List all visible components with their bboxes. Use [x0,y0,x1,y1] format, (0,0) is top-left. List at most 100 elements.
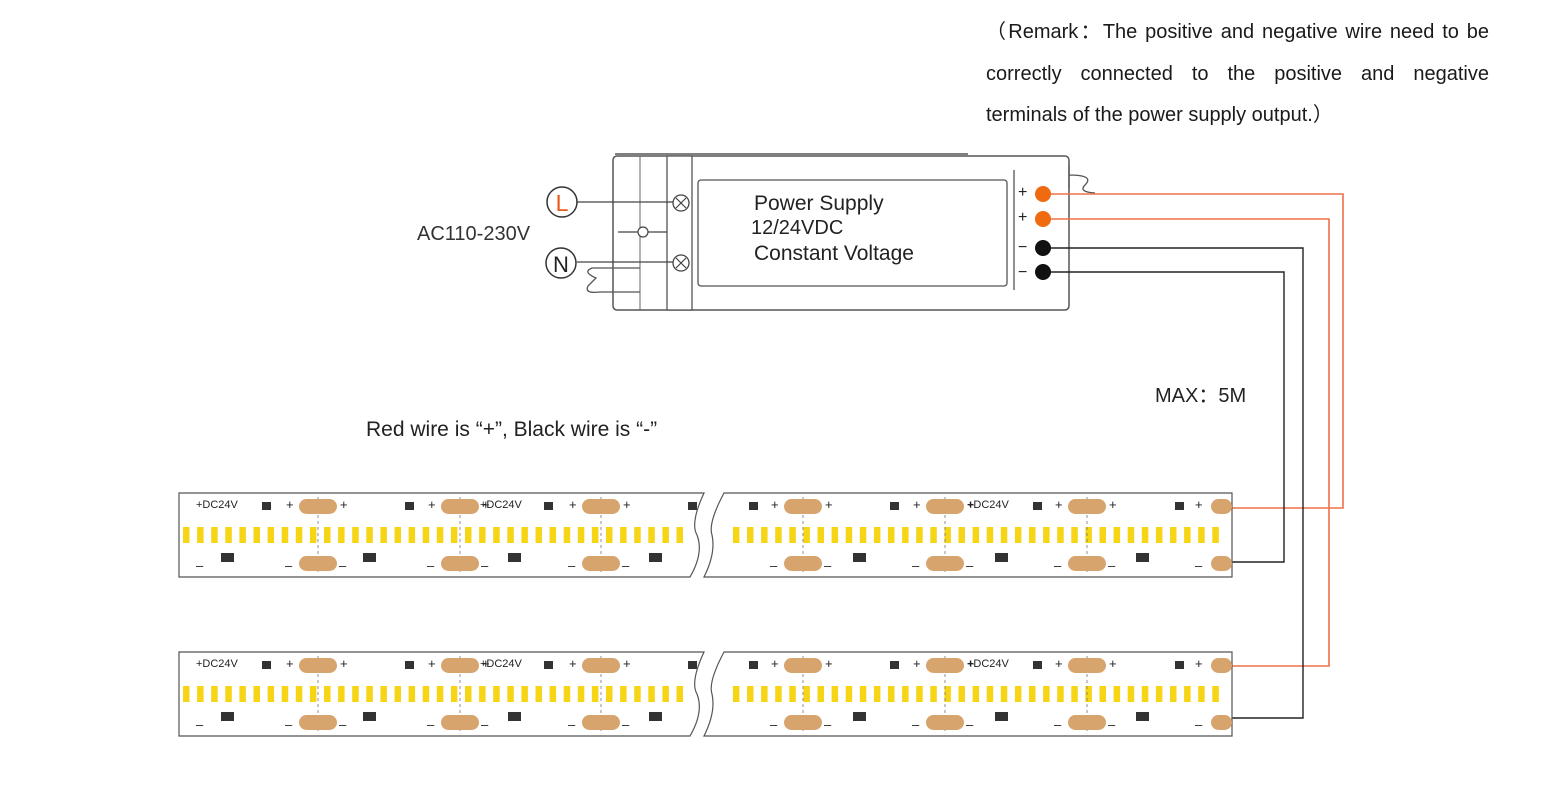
pad-minus-sign: – [622,558,630,573]
pad-plus-sign: + [825,656,833,671]
led-chip [1141,686,1149,702]
power-supply-line1: Power Supply [754,192,884,215]
resistor [262,502,271,510]
pad-minus-sign: – [481,717,489,732]
pad-plus-sign: + [1195,656,1203,671]
pad-minus-sign: – [1195,558,1203,573]
solder-pad-plus [299,499,337,514]
led-chip [732,686,740,702]
pad-plus-sign: + [623,497,631,512]
output-minus-sign-1: − [1018,239,1027,256]
resistor [995,553,1008,562]
pad-plus-sign: + [623,656,631,671]
led-chip [1000,527,1008,543]
led-chip [1113,527,1121,543]
pad-plus-sign: + [569,656,577,671]
solder-pad-minus [784,715,822,730]
led-chip [1212,686,1219,702]
led-chip [338,686,345,702]
led-chip [747,686,754,702]
led-chip [859,527,867,543]
led-chip [1014,686,1022,702]
pad-plus-sign: + [340,656,348,671]
pad-plus-sign: + [428,656,436,671]
pad-plus-sign: + [1109,656,1117,671]
led-chip [1184,686,1191,702]
led-chip [549,686,557,702]
end-pad-plus [1211,658,1232,673]
resistor [221,553,234,562]
led-chip [662,527,669,543]
led-chip [591,527,599,543]
led-chip [253,686,260,702]
led-chip [225,527,232,543]
resistor [688,502,697,510]
resistor [262,661,271,669]
resistor [749,661,758,669]
solder-pad-minus [299,556,337,571]
led-chip [1057,527,1064,543]
led-chip [930,527,937,543]
red-wire-2 [1043,218,1330,667]
led-chip [916,527,923,543]
output-plus-sign-2: + [1018,209,1027,226]
led-chip [888,686,895,702]
led-chip [253,527,260,543]
led-chip [408,686,416,702]
led-chip [1184,527,1191,543]
solder-pad-plus [1068,658,1106,673]
led-chip [380,686,387,702]
solder-pad-plus [926,499,964,514]
screw-terminal-l [672,194,690,212]
resistor [1033,661,1042,669]
pad-plus-sign: + [1055,656,1063,671]
led-chip [521,527,528,543]
led-chip [324,527,331,543]
pad-plus-sign: + [967,656,975,671]
led-chip [338,527,345,543]
screw-terminal-n [672,254,690,272]
led-strip-2: ++––++––++––++––++––++––+–+DC24V+DC24V+D… [178,651,1233,737]
pad-minus-sign: – [285,558,293,573]
voltage-label: +DC24V [967,499,1010,511]
led-chip [422,527,430,543]
pad-minus-sign: – [1054,558,1062,573]
terminal-l-circle [546,186,578,218]
led-chip [1113,686,1121,702]
resistor [649,712,662,721]
led-chip [366,686,373,702]
led-chip [958,686,965,702]
led-chip [662,686,669,702]
led-chip [930,686,937,702]
led-chip [422,686,430,702]
voltage-label: +DC24V [196,658,239,670]
led-chip [648,686,655,702]
power-supply: L N AC110-230V Power Supply 12/24VDC Con… [417,153,1096,311]
resistor [544,502,553,510]
pad-plus-sign: + [1109,497,1117,512]
pad-minus-sign: – [339,558,347,573]
led-chip [1198,527,1205,543]
solder-pad-minus [926,556,964,571]
led-chip [295,527,303,543]
pad-plus-sign: + [569,497,577,512]
pad-plus-sign: + [428,497,436,512]
output-minus-sign-2: − [1018,264,1027,281]
led-chip [577,527,585,543]
resistor [890,661,899,669]
pad-minus-sign: – [427,717,435,732]
resistor [1033,502,1042,510]
led-chip [309,686,317,702]
led-chip [183,527,190,543]
end-pad-plus [1211,499,1232,514]
resistor [995,712,1008,721]
led-chip [493,686,500,702]
pad-minus-sign: – [427,558,435,573]
resistor [1136,712,1149,721]
pad-minus-sign: – [339,717,347,732]
led-chip [549,527,557,543]
pad-plus-sign: + [913,497,921,512]
voltage-label: +DC24V [480,658,523,670]
output-terminal-plus-1 [1035,186,1051,202]
led-chip [493,527,500,543]
